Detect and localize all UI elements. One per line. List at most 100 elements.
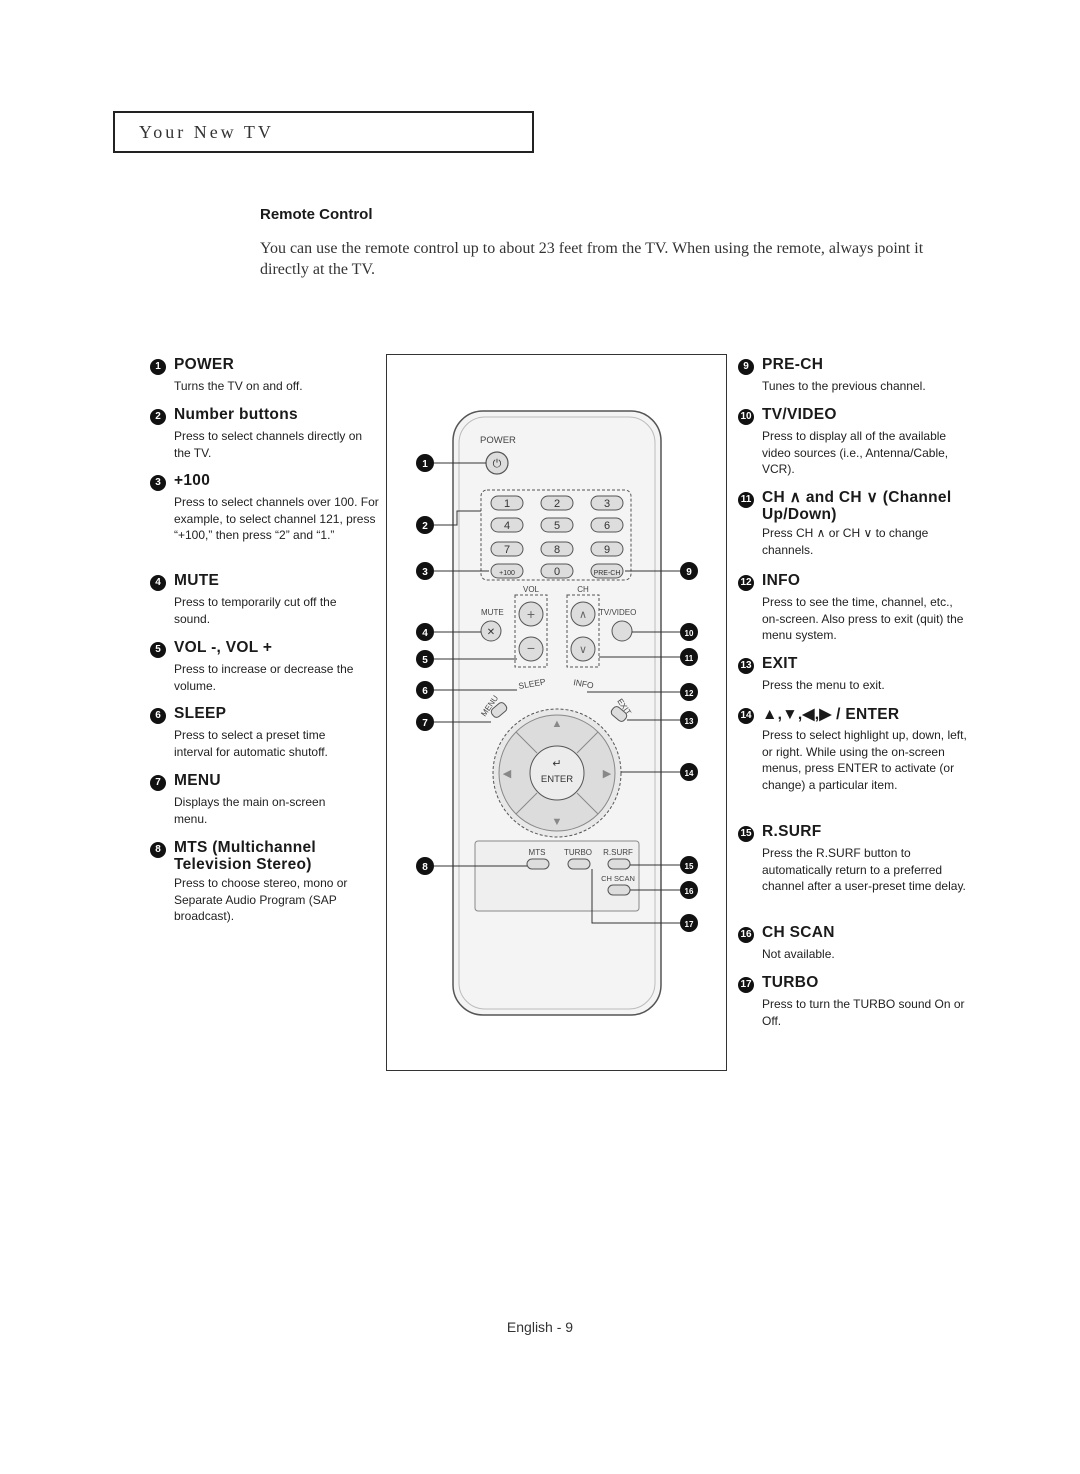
power-icon: ⏻ xyxy=(493,458,502,470)
tv-video-label: TV/VIDEO xyxy=(599,608,636,617)
item-description: Press to temporarily cut off the sound. xyxy=(174,595,337,626)
item-number: 6 xyxy=(150,708,166,724)
item-number: 10 xyxy=(738,409,754,425)
key-button xyxy=(590,517,624,533)
minus-icon: − xyxy=(527,640,535,656)
mute-button xyxy=(480,620,502,642)
ch-label: CH xyxy=(577,585,589,594)
item-title: CH ∧ and CH ∨ (Channel Up/Down) xyxy=(762,489,952,523)
item-description: Press to see the time, channel, etc., on… xyxy=(762,595,964,642)
chevron-down-icon: ∨ xyxy=(579,644,587,656)
item-number: 1 xyxy=(150,359,166,375)
key-label: 5 xyxy=(554,520,560,532)
exit-button xyxy=(610,706,628,722)
item-description: Press to select a preset time interval f… xyxy=(174,728,328,759)
enter-label: ENTER xyxy=(541,774,573,785)
item-description: Press CH ∧ or CH ∨ to change channels. xyxy=(762,526,929,557)
power-label: POWER xyxy=(480,435,516,446)
menu-button xyxy=(490,702,508,718)
key-button xyxy=(590,563,624,579)
mts-button xyxy=(526,858,550,870)
tv-video-button xyxy=(611,620,633,642)
svg-text:6: 6 xyxy=(422,686,428,697)
svg-text:2: 2 xyxy=(422,521,428,532)
key-label: 7 xyxy=(504,544,510,556)
item-description: Turns the TV on and off. xyxy=(174,379,303,393)
item-number: 8 xyxy=(150,842,166,858)
item-number: 5 xyxy=(150,642,166,658)
mute-icon: ✕ xyxy=(487,627,495,638)
turbo-label: TURBO xyxy=(564,848,592,857)
svg-text:10: 10 xyxy=(685,629,694,638)
arrow-right-icon: ▶ xyxy=(603,768,612,780)
r-surf-button xyxy=(607,858,631,870)
svg-text:4: 4 xyxy=(422,628,428,639)
item-title: VOL -, VOL + xyxy=(174,639,273,656)
svg-text:12: 12 xyxy=(685,689,694,698)
r-surf-label: R.SURF xyxy=(603,848,633,857)
key-button xyxy=(490,563,524,579)
key-button xyxy=(590,495,624,511)
svg-text:1: 1 xyxy=(422,459,428,470)
key-label: 8 xyxy=(554,544,560,556)
svg-text:15: 15 xyxy=(685,862,694,871)
item-description: Press to select highlight up, down, left… xyxy=(762,728,967,792)
item-description: Press to display all of the available vi… xyxy=(762,429,949,476)
intro-paragraph: You can use the remote control up to abo… xyxy=(260,240,924,278)
svg-text:9: 9 xyxy=(686,567,692,578)
item-description: Press the menu to exit. xyxy=(762,678,885,692)
mts-label: MTS xyxy=(529,848,546,857)
item-title: PRE-CH xyxy=(762,356,824,373)
svg-text:14: 14 xyxy=(685,769,694,778)
item-title: CH SCAN xyxy=(762,924,835,941)
svg-text:11: 11 xyxy=(685,654,694,663)
item-title: R.SURF xyxy=(762,823,822,840)
item-title: SLEEP xyxy=(174,705,227,722)
svg-text:7: 7 xyxy=(422,718,428,729)
key-label: 9 xyxy=(604,544,610,556)
item-title: TURBO xyxy=(762,974,819,991)
sleep-label: SLEEP xyxy=(518,676,547,691)
item-number: 15 xyxy=(738,826,754,842)
item-description: Press to select channels directly on the… xyxy=(174,429,363,460)
key-button xyxy=(590,541,624,557)
item-title: MTS (Multichannel Television Stereo) xyxy=(174,839,317,873)
item-description: Not available. xyxy=(762,947,835,961)
callouts: 1 2 3 4 5 6 7 8 9 10 11 12 13 xyxy=(416,454,698,932)
item-title: POWER xyxy=(174,356,235,373)
item-description: Press to turn the TURBO sound On or Off. xyxy=(762,997,965,1028)
key-label: 6 xyxy=(604,520,610,532)
ch-scan-label: CH SCAN xyxy=(601,874,635,883)
item-number: 2 xyxy=(150,409,166,425)
item-title: TV/VIDEO xyxy=(762,406,837,423)
svg-text:13: 13 xyxy=(685,717,694,726)
item-title: ▲,▼,◀,▶ / ENTER xyxy=(762,706,900,723)
svg-text:16: 16 xyxy=(685,887,694,896)
key-button xyxy=(540,517,574,533)
item-description: Displays the main on-screen menu. xyxy=(174,795,326,826)
arrow-up-icon: ▲ xyxy=(552,718,563,730)
key-button xyxy=(540,541,574,557)
item-description: Press to increase or decrease the volume… xyxy=(174,662,354,693)
item-number: 11 xyxy=(738,492,754,508)
item-number: 14 xyxy=(738,708,754,724)
item-number: 16 xyxy=(738,927,754,943)
item-description: Press the R.SURF button to automatically… xyxy=(762,846,966,893)
item-title: MUTE xyxy=(174,572,220,589)
item-title: Number buttons xyxy=(174,406,298,423)
plus-icon: + xyxy=(527,606,535,622)
svg-text:17: 17 xyxy=(685,920,694,929)
ch-up-button xyxy=(570,601,596,627)
key-label: 0 xyxy=(554,566,560,578)
arrow-down-icon: ▼ xyxy=(552,816,563,828)
item-number: 9 xyxy=(738,359,754,375)
page-footer: English - 9 xyxy=(506,1319,574,1335)
item-description: Press to select channels over 100. For e… xyxy=(174,495,379,542)
svg-text:5: 5 xyxy=(422,655,428,666)
item-description: Tunes to the previous channel. xyxy=(762,379,926,393)
mute-label: MUTE xyxy=(481,608,504,617)
key-button xyxy=(490,541,524,557)
section-title: Remote Control xyxy=(260,206,373,223)
key-label: 2 xyxy=(554,498,560,510)
